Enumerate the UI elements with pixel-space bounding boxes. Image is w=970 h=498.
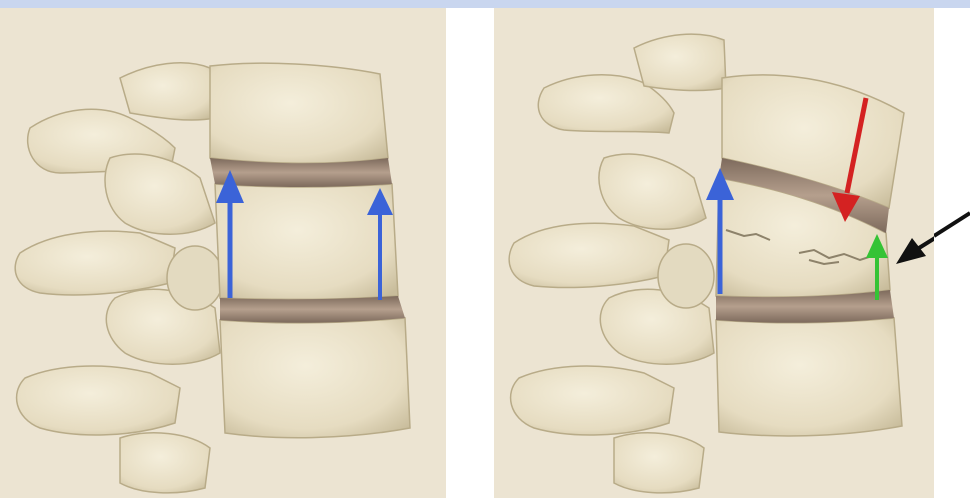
fractured-spine-illustration [494,8,934,498]
disc-lower [220,296,405,323]
panel-compression-fracture [494,8,934,498]
normal-spine-illustration [0,8,446,498]
top-band [0,0,970,8]
panel-normal-spine [0,8,446,498]
lower-vertebral-body [716,318,902,436]
fracture-pointer-arrow-tail [934,8,970,268]
